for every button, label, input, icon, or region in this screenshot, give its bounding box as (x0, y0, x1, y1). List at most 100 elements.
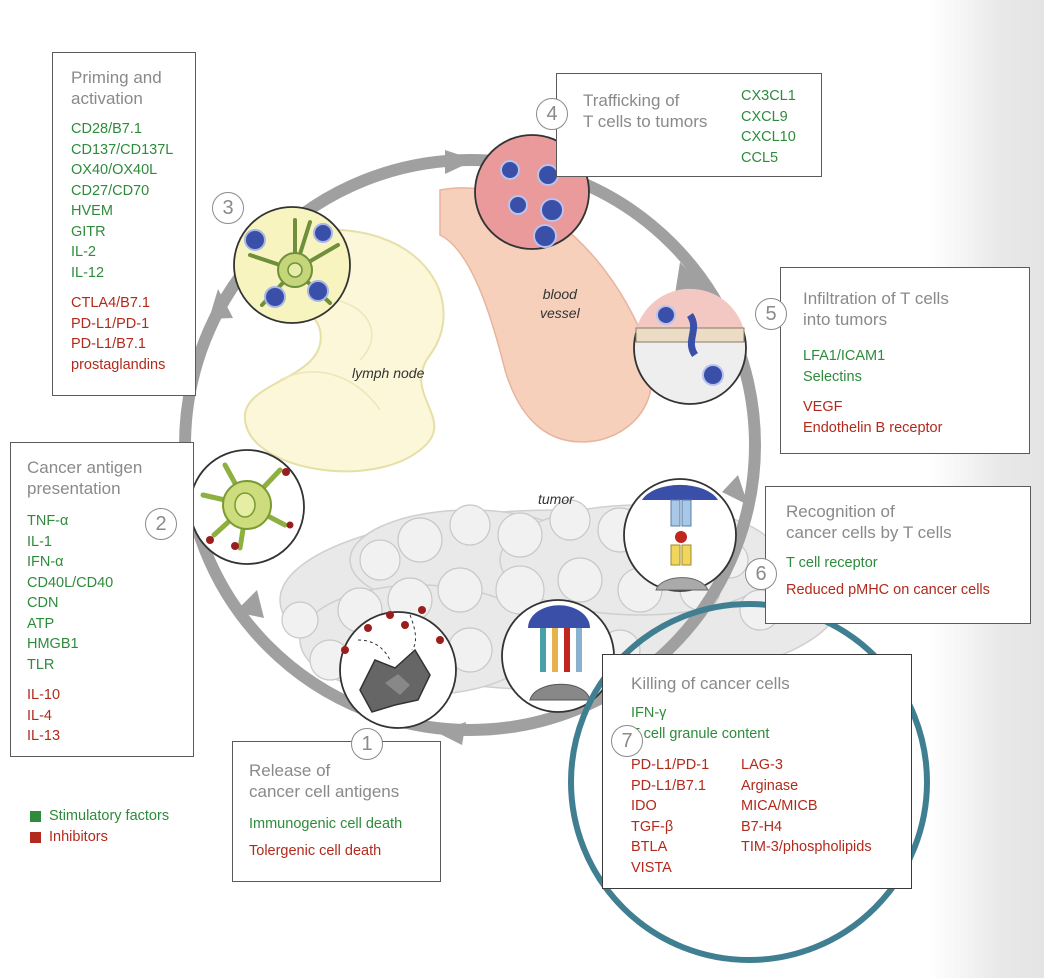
legend-inhibitors: Inhibitors (30, 827, 169, 848)
inhibitor-factor: IL-10 (27, 687, 61, 703)
step-6-number: 6 (745, 558, 777, 590)
stimulatory-factor: Immunogenic cell death (249, 816, 403, 832)
stimulatory-factor: TLR (27, 656, 55, 673)
step-7-number: 7 (611, 725, 643, 757)
step-1-title: Release of cancer cell antigens (249, 761, 400, 801)
inhibitor-factor: B7-H4 (741, 818, 783, 835)
highlight-ring (568, 601, 930, 963)
stimulatory-factor: GITR (71, 223, 106, 240)
priming-circle (233, 206, 351, 324)
step-3-number: 3 (212, 192, 244, 224)
inhibitor-factor: IL-13 (27, 728, 61, 744)
stimulatory-factor: CDN (27, 595, 59, 611)
lymph-node-label: lymph node (352, 365, 425, 381)
step-7-stimulatory-list: IFN-γ T cell granule content (631, 703, 769, 744)
legend-stimulatory: Stimulatory factors (30, 806, 169, 827)
inhibitor-factor: Arginase (741, 777, 799, 794)
stimulatory-factor: CXCL10 (741, 129, 796, 145)
stimulatory-factor: LFA1/ICAM1 (803, 348, 886, 364)
killing-circle (501, 599, 615, 713)
inhibitor-factor: TIM-3/phospholipids (741, 839, 872, 855)
inhibitor-factor: MICA/MICB (741, 798, 818, 814)
inhibitor-factor: Tolergenic cell death (249, 842, 382, 859)
infiltration-circle (633, 288, 747, 405)
inhibitor-factor: TGF-β (631, 818, 674, 835)
step-3-title: Priming and activation (71, 68, 162, 108)
stimulatory-factor: T cell granule content (631, 725, 770, 742)
inhibitor-factor: IDO (631, 798, 657, 814)
inhibitor-factor: PD-L1/B7.1 (71, 336, 146, 352)
step-6-inhibitor-list: Reduced pMHC on cancer cells (786, 580, 1030, 601)
step-7-box: Killing of cancer cells IFN-γ T cell gran… (602, 654, 912, 889)
stimulatory-factor: OX40/OX40L (71, 162, 158, 178)
step-2-number: 2 (145, 508, 177, 540)
stimulatory-factor: HVEM (71, 203, 113, 219)
step-2-title: Cancer antigen presentation (27, 458, 143, 498)
stimulatory-factor: IL-2 (71, 244, 96, 260)
step-7-title: Killing of cancer cells (631, 674, 790, 693)
stimulatory-factor: CD27/CD70 (71, 182, 150, 199)
step-6-stimulatory-list: T cell receptor (786, 553, 1030, 574)
legend-inhibitors-label: Inhibitors (49, 829, 108, 845)
stimulatory-factor: Selectins (803, 368, 862, 385)
inhibitor-factor: VISTA (631, 859, 672, 876)
inhibitor-factor: LAG-3 (741, 757, 783, 773)
step-1-inhibitor-list: Tolergenic cell death (249, 841, 440, 862)
stimulatory-factor: CD28/B7.1 (71, 121, 142, 137)
stimulatory-factor: IFN-γ (631, 705, 667, 721)
step-6-box: Recognition of cancer cells by T cells T… (765, 486, 1031, 624)
stimulatory-swatch (30, 811, 41, 822)
inhibitor-factor: Endothelin B receptor (803, 419, 943, 436)
stimulatory-factor: CD137/CD137L (71, 141, 174, 158)
inhibitor-factor: prostaglandins (71, 356, 166, 373)
stimulatory-factor: IL-1 (27, 533, 52, 550)
stimulatory-factor: CX3CL1 (741, 88, 796, 104)
inhibitor-factor: CTLA4/B7.1 (71, 295, 150, 311)
inhibitor-swatch (30, 832, 41, 843)
stimulatory-factor: T cell receptor (786, 555, 878, 571)
antigen-release-circle (339, 606, 457, 729)
step-1-stimulatory-list: Immunogenic cell death (249, 814, 440, 835)
step-5-box: Infiltration of T cells into tumors LFA1… (780, 267, 1030, 454)
inhibitor-factor: PD-L1/PD-1 (71, 315, 150, 332)
step-4-title: Trafficking of T cells to tumors (583, 91, 708, 131)
stimulatory-factor: IFN-α (27, 554, 64, 570)
stimulatory-factor: HMGB1 (27, 636, 79, 652)
stimulatory-factor: ATP (27, 615, 55, 632)
stimulatory-factor: CXCL9 (741, 108, 788, 125)
step-5-inhibitor-list: VEGF Endothelin B receptor (803, 397, 1029, 438)
step-5-number: 5 (755, 298, 787, 330)
blood-vessel-label: blood vessel (540, 286, 580, 321)
inhibitor-factor: IL-4 (27, 707, 52, 724)
inhibitor-factor: PD-L1/PD-1 (631, 757, 710, 773)
step-6-title: Recognition of cancer cells by T cells (786, 502, 952, 542)
step-1-box: Release of cancer cell antigens Immunoge… (232, 741, 441, 882)
inhibitor-factor: Reduced pMHC on cancer cells (786, 581, 990, 598)
stimulatory-factor: CCL5 (741, 149, 779, 166)
step-5-title: Infiltration of T cells into tumors (803, 289, 949, 329)
stimulatory-factor: TNF-α (27, 513, 69, 529)
legend-stimulatory-label: Stimulatory factors (49, 808, 170, 824)
inhibitor-factor: PD-L1/B7.1 (631, 777, 706, 794)
tumor-label: tumor (538, 491, 574, 507)
recognition-circle (623, 478, 737, 592)
antigen-presentation-circle (189, 449, 305, 565)
stimulatory-factor: CD40L/CD40 (27, 574, 114, 591)
stimulatory-factor: IL-12 (71, 264, 105, 281)
inhibitor-factor: BTLA (631, 839, 668, 855)
inhibitor-factor: VEGF (803, 399, 843, 415)
legend: Stimulatory factors Inhibitors (30, 806, 169, 848)
step-1-number: 1 (351, 728, 383, 760)
